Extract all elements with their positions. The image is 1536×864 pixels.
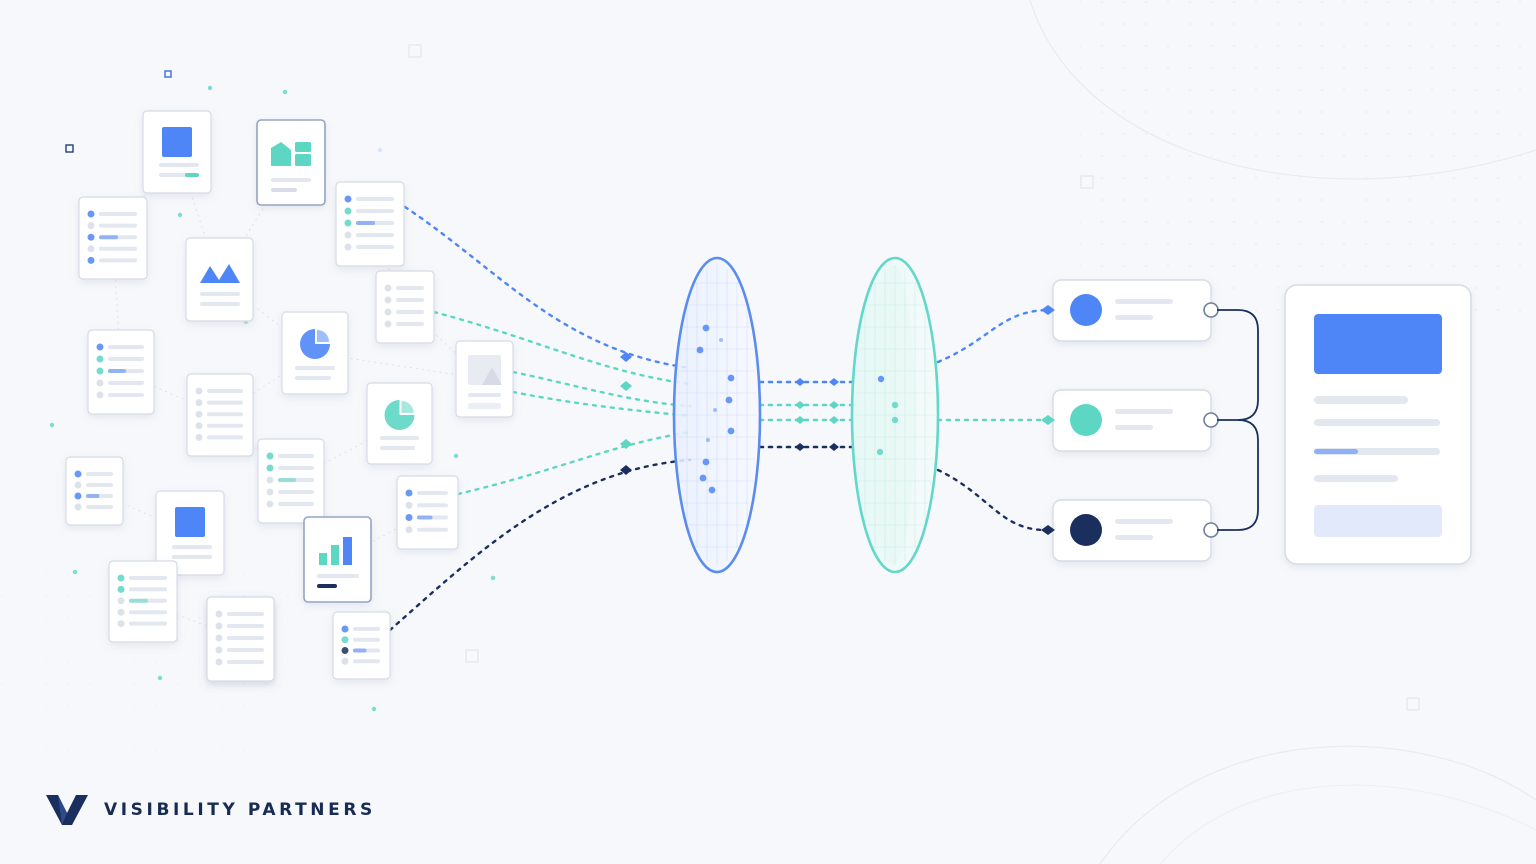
final-header-block xyxy=(1314,314,1442,374)
source-documents xyxy=(65,110,514,682)
status-dot-icon xyxy=(1070,294,1102,326)
decor-square xyxy=(465,649,479,663)
decor-square xyxy=(1080,175,1094,189)
decor-square xyxy=(1406,697,1420,711)
status-dot-icon xyxy=(1070,514,1102,546)
source-document-card xyxy=(155,490,225,576)
output-card[interactable] xyxy=(1041,279,1219,342)
source-document-card xyxy=(335,181,405,267)
list-icon xyxy=(341,625,349,665)
mountain-image-icon xyxy=(200,264,240,283)
source-document-card xyxy=(396,475,459,550)
image-icon xyxy=(468,355,502,385)
image-block-icon xyxy=(175,507,205,537)
source-document-card xyxy=(303,516,372,603)
list-icon xyxy=(87,210,95,264)
final-document-content xyxy=(1314,314,1442,537)
output-cards xyxy=(1041,279,1219,562)
list-icon xyxy=(215,610,223,666)
list-icon xyxy=(96,343,104,399)
background-arc xyxy=(1099,745,1536,864)
lens-particles xyxy=(696,324,899,494)
flow-connectors xyxy=(388,205,1048,632)
list-icon xyxy=(195,387,203,441)
source-document-card xyxy=(332,611,391,680)
chart-area-icon xyxy=(271,142,311,166)
background-arc xyxy=(1159,784,1536,864)
decor-square xyxy=(65,144,74,153)
output-card[interactable] xyxy=(1041,389,1219,452)
source-document-card xyxy=(375,270,435,344)
source-document-card xyxy=(87,329,155,415)
list-icon xyxy=(344,195,352,251)
list-icon xyxy=(384,284,392,328)
lens-grid xyxy=(855,265,935,565)
output-card[interactable] xyxy=(1041,499,1219,562)
source-document-card xyxy=(65,456,124,526)
decor-square xyxy=(408,44,422,58)
bar-chart-icon xyxy=(319,537,352,565)
lens-blue xyxy=(672,256,762,574)
source-document-card xyxy=(108,560,178,643)
lens-grid xyxy=(677,265,757,565)
source-document-card xyxy=(142,110,212,194)
decor-square xyxy=(164,70,172,78)
pie-chart-icon xyxy=(300,329,330,359)
connector-port-icon xyxy=(1203,522,1219,538)
source-document-card xyxy=(257,438,325,524)
brand-name: VISIBILITY PARTNERS xyxy=(104,800,376,820)
connector-port-icon xyxy=(1203,412,1219,428)
list-icon xyxy=(266,452,274,508)
source-document-card xyxy=(186,373,254,457)
output-bracket xyxy=(1217,309,1259,531)
pie-chart-icon xyxy=(384,400,415,430)
list-icon xyxy=(117,574,125,628)
source-document-card xyxy=(256,119,326,206)
connector-port-icon xyxy=(1203,302,1219,318)
image-block-icon xyxy=(162,127,192,157)
source-document-card xyxy=(366,382,433,465)
final-footer-block xyxy=(1314,505,1442,537)
brand-logo[interactable]: VISIBILITY PARTNERS xyxy=(44,790,376,830)
v-logo-icon xyxy=(46,795,88,825)
background-arc xyxy=(1029,0,1536,180)
status-dot-icon xyxy=(1070,404,1102,436)
source-document-card xyxy=(185,237,254,322)
source-document-card xyxy=(281,311,349,395)
source-document-card xyxy=(206,596,275,682)
source-document-card xyxy=(455,340,514,418)
list-icon xyxy=(74,470,82,511)
source-document-card xyxy=(78,196,148,280)
list-icon xyxy=(405,489,413,534)
lens-teal xyxy=(850,256,940,574)
dot-grid-top-right xyxy=(1080,0,1536,330)
